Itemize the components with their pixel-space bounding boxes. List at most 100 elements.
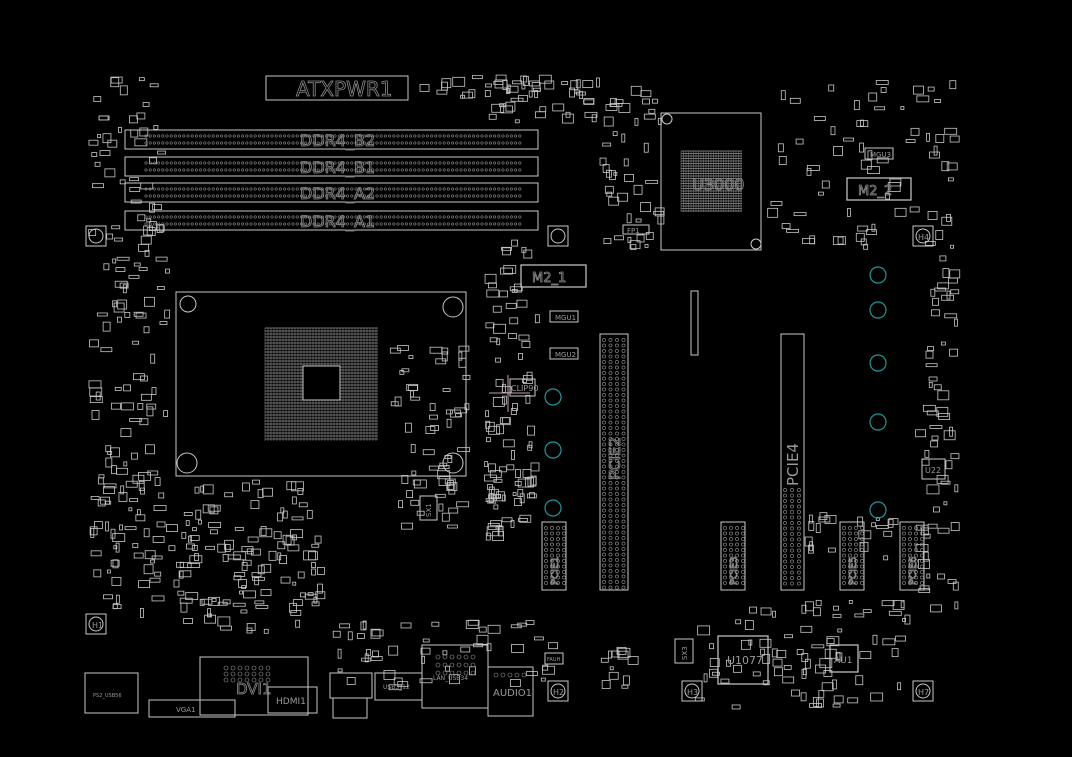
- smd-pad: [913, 85, 924, 95]
- smd-pad: [361, 657, 372, 662]
- dimm-pin: [287, 187, 291, 191]
- vga-connector[interactable]: VGA1: [148, 699, 236, 718]
- pcie-slot-3[interactable]: PCIE3: [720, 521, 746, 591]
- dimm-pin: [199, 215, 203, 219]
- dimm-pin: [438, 215, 442, 219]
- dimm-pin: [505, 141, 509, 145]
- dimm-pin: [480, 161, 484, 165]
- audio-connector[interactable]: AUDIO1: [487, 666, 534, 717]
- smd-pad: [163, 410, 169, 417]
- dimm-pin: [442, 141, 446, 145]
- pcie-slot-1[interactable]: PCIE1: [541, 521, 567, 591]
- dimm-pin: [337, 215, 341, 219]
- smd-pad: [954, 318, 958, 327]
- dvi-connector[interactable]: DVI1: [199, 656, 309, 716]
- ic-u1077[interactable]: U1077: [717, 635, 769, 685]
- dimm-pin: [451, 215, 455, 219]
- ps2-usb-connector[interactable]: PS2_USB56: [84, 672, 139, 714]
- slot-pin: [735, 548, 739, 552]
- dimm-pin: [186, 194, 190, 198]
- slot-pin: [735, 537, 739, 541]
- smd-pad: [539, 106, 547, 113]
- dimm-pin: [341, 141, 345, 145]
- smd-pad: [933, 506, 940, 513]
- smd-pad: [644, 243, 649, 248]
- slot-pin: [615, 580, 619, 584]
- mgu1[interactable]: MGU1: [549, 310, 579, 323]
- smd-pad: [119, 179, 126, 185]
- dimm-pin: [262, 215, 266, 219]
- m2-slot-1[interactable]: M2_1: [520, 264, 587, 288]
- hdmi-connector[interactable]: HDMI1: [267, 686, 318, 714]
- dimm-pin: [245, 141, 249, 145]
- mgu3[interactable]: MGU3: [864, 147, 894, 160]
- smd-pad: [406, 490, 414, 498]
- slot-pin: [902, 531, 906, 536]
- dimm-pin: [178, 168, 182, 172]
- pcie-slot-4[interactable]: PCIE4: [780, 333, 805, 591]
- slot-pin: [615, 530, 619, 535]
- smd-pad: [133, 262, 141, 267]
- pcie-slot-2[interactable]: PCIE2: [599, 333, 629, 591]
- mgu2[interactable]: MGU2: [549, 347, 579, 360]
- smd-pad: [534, 90, 539, 98]
- slot-pin: [860, 537, 864, 541]
- pcie-slot-5[interactable]: PCIE5: [839, 521, 865, 591]
- dimm-slot-a1[interactable]: DDR4_A1: [124, 210, 539, 232]
- fp1[interactable]: FP1: [622, 224, 650, 235]
- smd-pad: [648, 108, 656, 114]
- ic-u22[interactable]: U22: [921, 458, 946, 480]
- smd-pad: [642, 98, 650, 105]
- dimm-slot-a2[interactable]: DDR4_A2: [124, 182, 539, 204]
- dimm-pin: [488, 141, 492, 145]
- smd-pad: [234, 572, 246, 577]
- crystal-sx1[interactable]: SX1: [419, 495, 438, 521]
- smd-pad: [640, 202, 651, 212]
- dimm-pin: [304, 168, 308, 172]
- smd-pad: [456, 501, 470, 508]
- front-audio-header[interactable]: FAUH: [544, 652, 564, 665]
- dimm-pin: [438, 187, 442, 191]
- slot-pin: [615, 442, 619, 447]
- dimm-pin: [190, 134, 194, 138]
- slot-pin: [860, 570, 864, 574]
- smd-pad: [830, 126, 836, 136]
- dimm-slot-b2[interactable]: DDR4_B2: [124, 129, 539, 151]
- dimm-pin: [245, 134, 249, 138]
- smd-pad: [762, 653, 771, 664]
- smd-pad: [735, 619, 742, 625]
- dimm-pin: [346, 168, 350, 172]
- dimm-pin: [194, 194, 198, 198]
- slot-pin: [914, 553, 918, 558]
- cpu-socket[interactable]: [175, 291, 467, 477]
- slot-pin: [920, 526, 924, 530]
- pcie-slot-6[interactable]: PCIE6: [899, 521, 925, 591]
- smd-pad: [635, 218, 642, 223]
- smd-pad: [446, 418, 452, 428]
- clip90[interactable]: CLIP90: [509, 378, 538, 397]
- smd-pad: [930, 440, 939, 448]
- slot-pin: [854, 581, 858, 585]
- dimm-pin: [383, 134, 387, 138]
- smd-pad: [194, 553, 199, 561]
- audio-pin: [500, 672, 506, 678]
- crystal-sx3[interactable]: SX3: [674, 638, 694, 664]
- smd-pad: [447, 524, 458, 529]
- usb-c-connector[interactable]: [329, 672, 373, 719]
- slot-pin: [615, 563, 619, 568]
- dimm-pin: [257, 141, 261, 145]
- chipset-u3000[interactable]: U3000: [660, 112, 762, 251]
- slot-pin: [602, 585, 606, 590]
- lan-pin: [463, 670, 469, 676]
- slot-pin: [602, 371, 606, 375]
- dimm-slot-b1[interactable]: DDR4_B1: [124, 156, 539, 178]
- ic-au1[interactable]: AU1: [829, 644, 859, 673]
- dimm-pin: [451, 161, 455, 165]
- m2-slot-2[interactable]: M2_2: [846, 177, 912, 201]
- smd-pad: [441, 512, 450, 522]
- dimm-pin: [455, 161, 459, 165]
- dimm-pin: [241, 161, 245, 165]
- atx-power-connector[interactable]: ATXPWR1: [265, 75, 409, 101]
- dimm-pin: [392, 215, 396, 219]
